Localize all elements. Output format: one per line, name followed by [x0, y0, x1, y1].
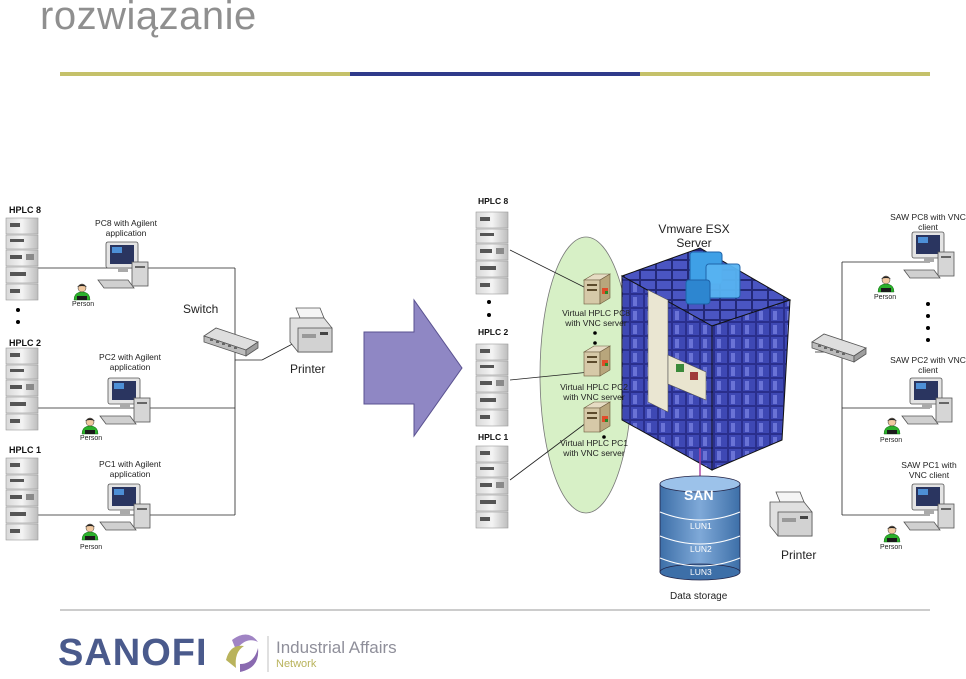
hplc8-middle-label: HPLC 8 — [478, 196, 509, 206]
network-text: Network — [276, 658, 317, 670]
lun1-label: LUN1 — [690, 521, 712, 531]
pc1-icon — [99, 483, 151, 531]
hplc1-left-label: HPLC 1 — [9, 445, 42, 455]
saw8-pc-icon — [903, 231, 955, 279]
person-label-saw2: Person — [880, 437, 903, 444]
vm1-label: Virtual HPLC PC1 with VNC server — [560, 438, 628, 458]
vm2-label: Virtual HPLC PC2 with VNC server — [560, 382, 628, 402]
saw8-label: SAW PC8 with VNC client — [890, 212, 966, 232]
vm1-server-icon — [583, 401, 611, 433]
esx-server-icon — [620, 247, 792, 471]
page-title: rozwiązanie — [40, 0, 257, 38]
title-rule-olive-right — [640, 72, 930, 76]
pc8-label: PC8 with Agilent application — [95, 218, 157, 238]
hplc8-middle-icon — [475, 211, 509, 295]
sanofi-brand-text: SANOFI — [58, 632, 208, 674]
saw1-label: SAW PC1 with VNC client — [901, 460, 957, 480]
printer-icon-right — [769, 491, 813, 537]
middle-wiring — [509, 249, 591, 481]
vm8-label: Virtual HPLC PC8 with VNC server — [562, 308, 630, 328]
hplc1-left-icon — [5, 457, 39, 541]
person-icon-saw1 — [883, 525, 901, 543]
person-label-saw1: Person — [880, 544, 903, 551]
san-storage-icon — [659, 475, 741, 581]
person-icon-saw8 — [877, 275, 895, 293]
pc2-label: PC2 with Agilent application — [99, 352, 161, 372]
person-label-pc1: Person — [80, 544, 103, 551]
switch-icon-right — [811, 333, 867, 363]
lun2-label: LUN2 — [690, 544, 712, 554]
left-ellipsis-dots — [16, 308, 20, 324]
saw1-pc-icon — [903, 483, 955, 531]
printer-left-label: Printer — [290, 362, 326, 376]
person-icon-pc8 — [73, 283, 91, 301]
pc2-icon — [99, 377, 151, 425]
hplc1-middle-icon — [475, 445, 509, 529]
vm8-server-icon — [583, 273, 611, 305]
title-rule-navy — [350, 72, 640, 76]
vm2-server-icon — [583, 345, 611, 377]
hplc2-middle-icon — [475, 343, 509, 427]
person-icon-pc1 — [81, 523, 99, 541]
san-label: SAN — [684, 487, 714, 503]
transition-arrow — [363, 298, 463, 438]
printer-icon-left — [289, 307, 333, 353]
person-label-pc8: Person — [72, 301, 95, 308]
person-label-pc2: Person — [80, 435, 103, 442]
person-icon-saw2 — [883, 417, 901, 435]
saw2-pc-icon — [901, 377, 953, 425]
esx-label: Vmware ESX Server — [658, 222, 730, 250]
person-icon-pc2 — [81, 417, 99, 435]
saw2-label: SAW PC2 with VNC client — [890, 355, 966, 375]
pc1-label: PC1 with Agilent application — [99, 459, 161, 479]
switch-label: Switch — [183, 302, 219, 316]
sanofi-logo-icon — [221, 634, 261, 675]
data-storage-label: Data storage — [670, 591, 728, 602]
person-label-saw8: Person — [874, 294, 897, 301]
title-rule-olive-left — [60, 72, 350, 76]
right-ellipsis-dots — [926, 302, 930, 342]
hplc2-left-icon — [5, 347, 39, 431]
switch-icon-left — [203, 327, 259, 357]
hplc1-middle-label: HPLC 1 — [478, 432, 509, 442]
hplc8-left-label: HPLC 8 — [9, 205, 42, 215]
hplc8-left-icon — [5, 217, 39, 301]
printer-right-label: Printer — [781, 548, 817, 562]
lun3-label: LUN3 — [690, 567, 712, 577]
hplc2-middle-label: HPLC 2 — [478, 327, 509, 337]
industrial-affairs-text: Industrial Affairs — [276, 638, 397, 657]
pc8-icon — [97, 241, 149, 289]
right-wiring — [815, 261, 930, 516]
hplc2-left-label: HPLC 2 — [9, 338, 42, 348]
